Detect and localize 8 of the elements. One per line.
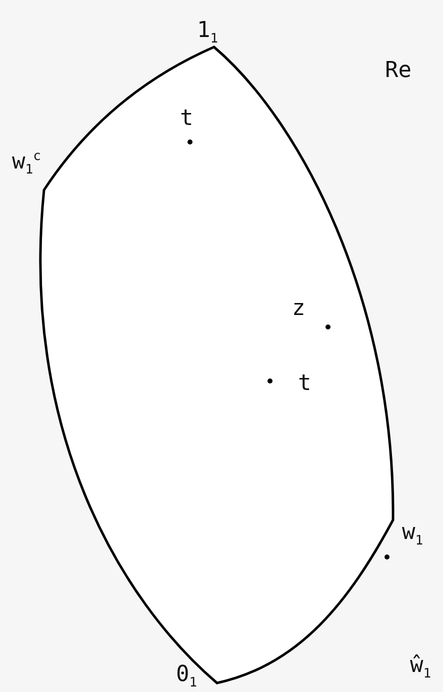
vertex-label: w$_{1}$ xyxy=(402,522,424,548)
point-label: t xyxy=(298,373,312,395)
vertex-label: 0$_{1}$ xyxy=(176,664,198,690)
vertex-label: 1$_{1}$ xyxy=(197,20,218,46)
axis-label: Re xyxy=(385,60,412,82)
point-label: ŵ$_{1}$ xyxy=(410,655,432,680)
point-label: z xyxy=(292,298,306,320)
point-label: t xyxy=(180,108,194,130)
